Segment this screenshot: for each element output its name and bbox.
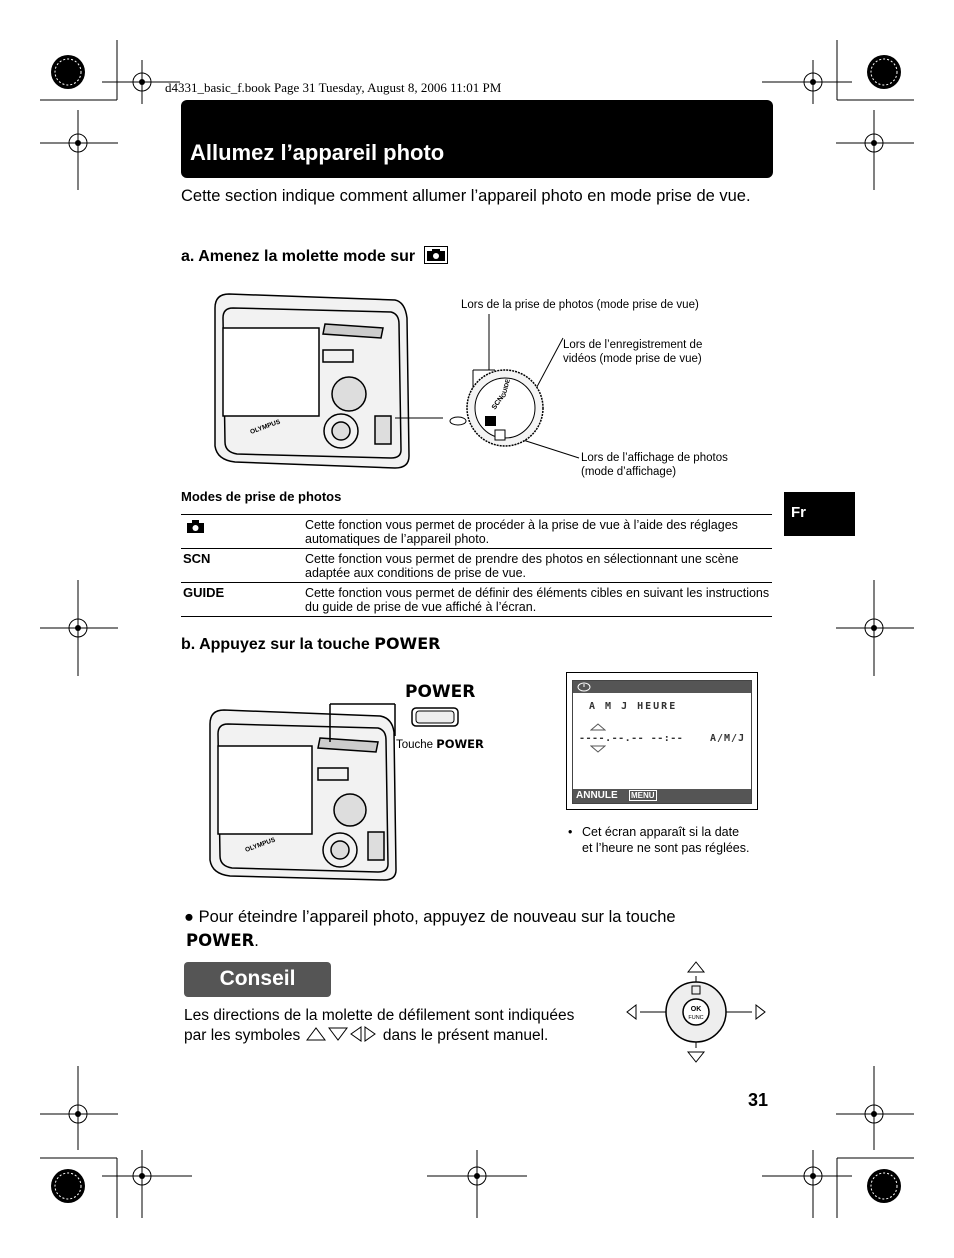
screen-date-fields: A M J HEURE	[589, 701, 678, 712]
screen-note: • Cet écran apparaît si la date et l’heu…	[568, 824, 749, 856]
screen-cancel-label: ANNULE	[576, 790, 618, 801]
callout-playback-line1: Lors de l’affichage de photos	[581, 452, 728, 464]
power-button-label: POWER	[405, 682, 476, 702]
power-key-label: POWER	[374, 634, 441, 653]
callout-playback-line2: (mode d’affichage)	[581, 466, 677, 478]
note-line1: Cet écran apparaît si la date	[582, 825, 740, 839]
table-cell-desc: Cette fonction vous permet de définir de…	[303, 582, 772, 617]
table-row: GUIDE Cette fonction vous permet de défi…	[181, 582, 772, 617]
date-setup-screen: A M J HEURE ----.--.-- --:-- A/M/J ANNUL…	[566, 672, 758, 810]
conseil-heading: Conseil	[184, 962, 331, 997]
modes-table-title: Modes de prise de photos	[181, 489, 342, 504]
wheel-ok-label: OK	[691, 1006, 702, 1013]
table-cell-desc: Cette fonction vous permet de procéder à…	[303, 514, 772, 549]
title-bar	[181, 100, 773, 178]
menu-icon: MENU	[629, 790, 657, 801]
table-row: SCN Cette fonction vous permet de prendr…	[181, 548, 772, 583]
camera-icon	[187, 520, 204, 533]
conseil-line1: Les directions de la molette de défileme…	[184, 1007, 575, 1024]
callout-video-line1: Lors de l’enregistrement de	[563, 339, 703, 351]
screen-title-bar	[573, 681, 751, 693]
conseil-line2-post: dans le présent manuel.	[382, 1027, 549, 1044]
turn-off-text: Pour éteindre l’appareil photo, appuyez …	[198, 908, 676, 926]
direction-arrows-icon	[305, 1026, 376, 1042]
touche-power-caption: Touche POWER	[396, 737, 484, 751]
callout-video: Lors de l’enregistrement de vidéos (mode…	[563, 338, 702, 366]
down-arrow-icon	[590, 745, 606, 753]
bullet-dot-icon: ●	[184, 908, 194, 926]
table-cell-icon	[181, 514, 303, 549]
note-line2: et l’heure ne sont pas réglées.	[582, 841, 750, 855]
table-row: Cette fonction vous permet de procéder à…	[181, 514, 772, 549]
guide-mode-label: GUIDE	[181, 582, 303, 617]
file-header-line: d4331_basic_f.book Page 31 Tuesday, Augu…	[165, 80, 502, 95]
step-a-label: a. Amenez la molette mode sur	[181, 248, 416, 265]
scn-mode-label: SCN	[181, 548, 303, 583]
callout-playback: Lors de l’affichage de photos (mode d’af…	[581, 451, 728, 479]
camera-illustration-power: OLYMPUS	[209, 703, 459, 881]
camera-icon	[423, 246, 448, 264]
turn-off-end: .	[254, 932, 259, 950]
turn-off-instruction: ● Pour éteindre l’appareil photo, appuye…	[184, 906, 774, 953]
touche-prefix: Touche	[396, 739, 434, 751]
callout-video-line2: vidéos (mode prise de vue)	[563, 353, 702, 365]
intro-paragraph: Cette section indique comment allumer l’…	[181, 187, 751, 205]
page-number: 31	[748, 1090, 769, 1110]
clock-icon	[577, 682, 591, 692]
modes-table: Cette fonction vous permet de procéder à…	[181, 514, 772, 617]
step-b-label: b. Appuyez sur la touche	[181, 636, 370, 653]
table-cell-desc: Cette fonction vous permet de prendre de…	[303, 548, 772, 583]
turn-off-key: POWER	[186, 931, 255, 950]
screen-display: A M J HEURE ----.--.-- --:-- A/M/J ANNUL…	[572, 680, 752, 804]
conseil-line2: par les symboles dans le présent manuel.	[184, 1026, 604, 1046]
callout-shooting: Lors de la prise de photos (mode prise d…	[461, 299, 699, 311]
page-title: Allumez l’appareil photo	[190, 140, 445, 165]
up-arrow-icon	[590, 723, 606, 731]
screen-date-format: A/M/J	[710, 733, 746, 744]
screen-date-value: ----.--.-- --:--	[579, 733, 684, 744]
control-wheel-diagram: OK FUNC	[626, 961, 766, 1063]
touche-key: POWER	[436, 737, 484, 751]
language-tab-label: Fr	[791, 504, 806, 521]
note-bullet: •	[568, 825, 573, 839]
conseil-text: Les directions de la molette de défileme…	[184, 1006, 604, 1046]
language-tab: Fr	[784, 492, 855, 536]
dial-guide-label: GUIDE	[501, 379, 512, 399]
step-a-heading: a. Amenez la molette mode sur	[181, 246, 448, 266]
wheel-func-label: FUNC	[688, 1015, 703, 1021]
screen-footer: ANNULE MENU	[573, 789, 751, 803]
camera-illustration-mode-dial: OLYMPUS SCN GUIDE	[214, 293, 580, 469]
step-b-heading: b. Appuyez sur la touche POWER	[181, 634, 440, 654]
conseil-line2-pre: par les symboles	[184, 1027, 301, 1044]
